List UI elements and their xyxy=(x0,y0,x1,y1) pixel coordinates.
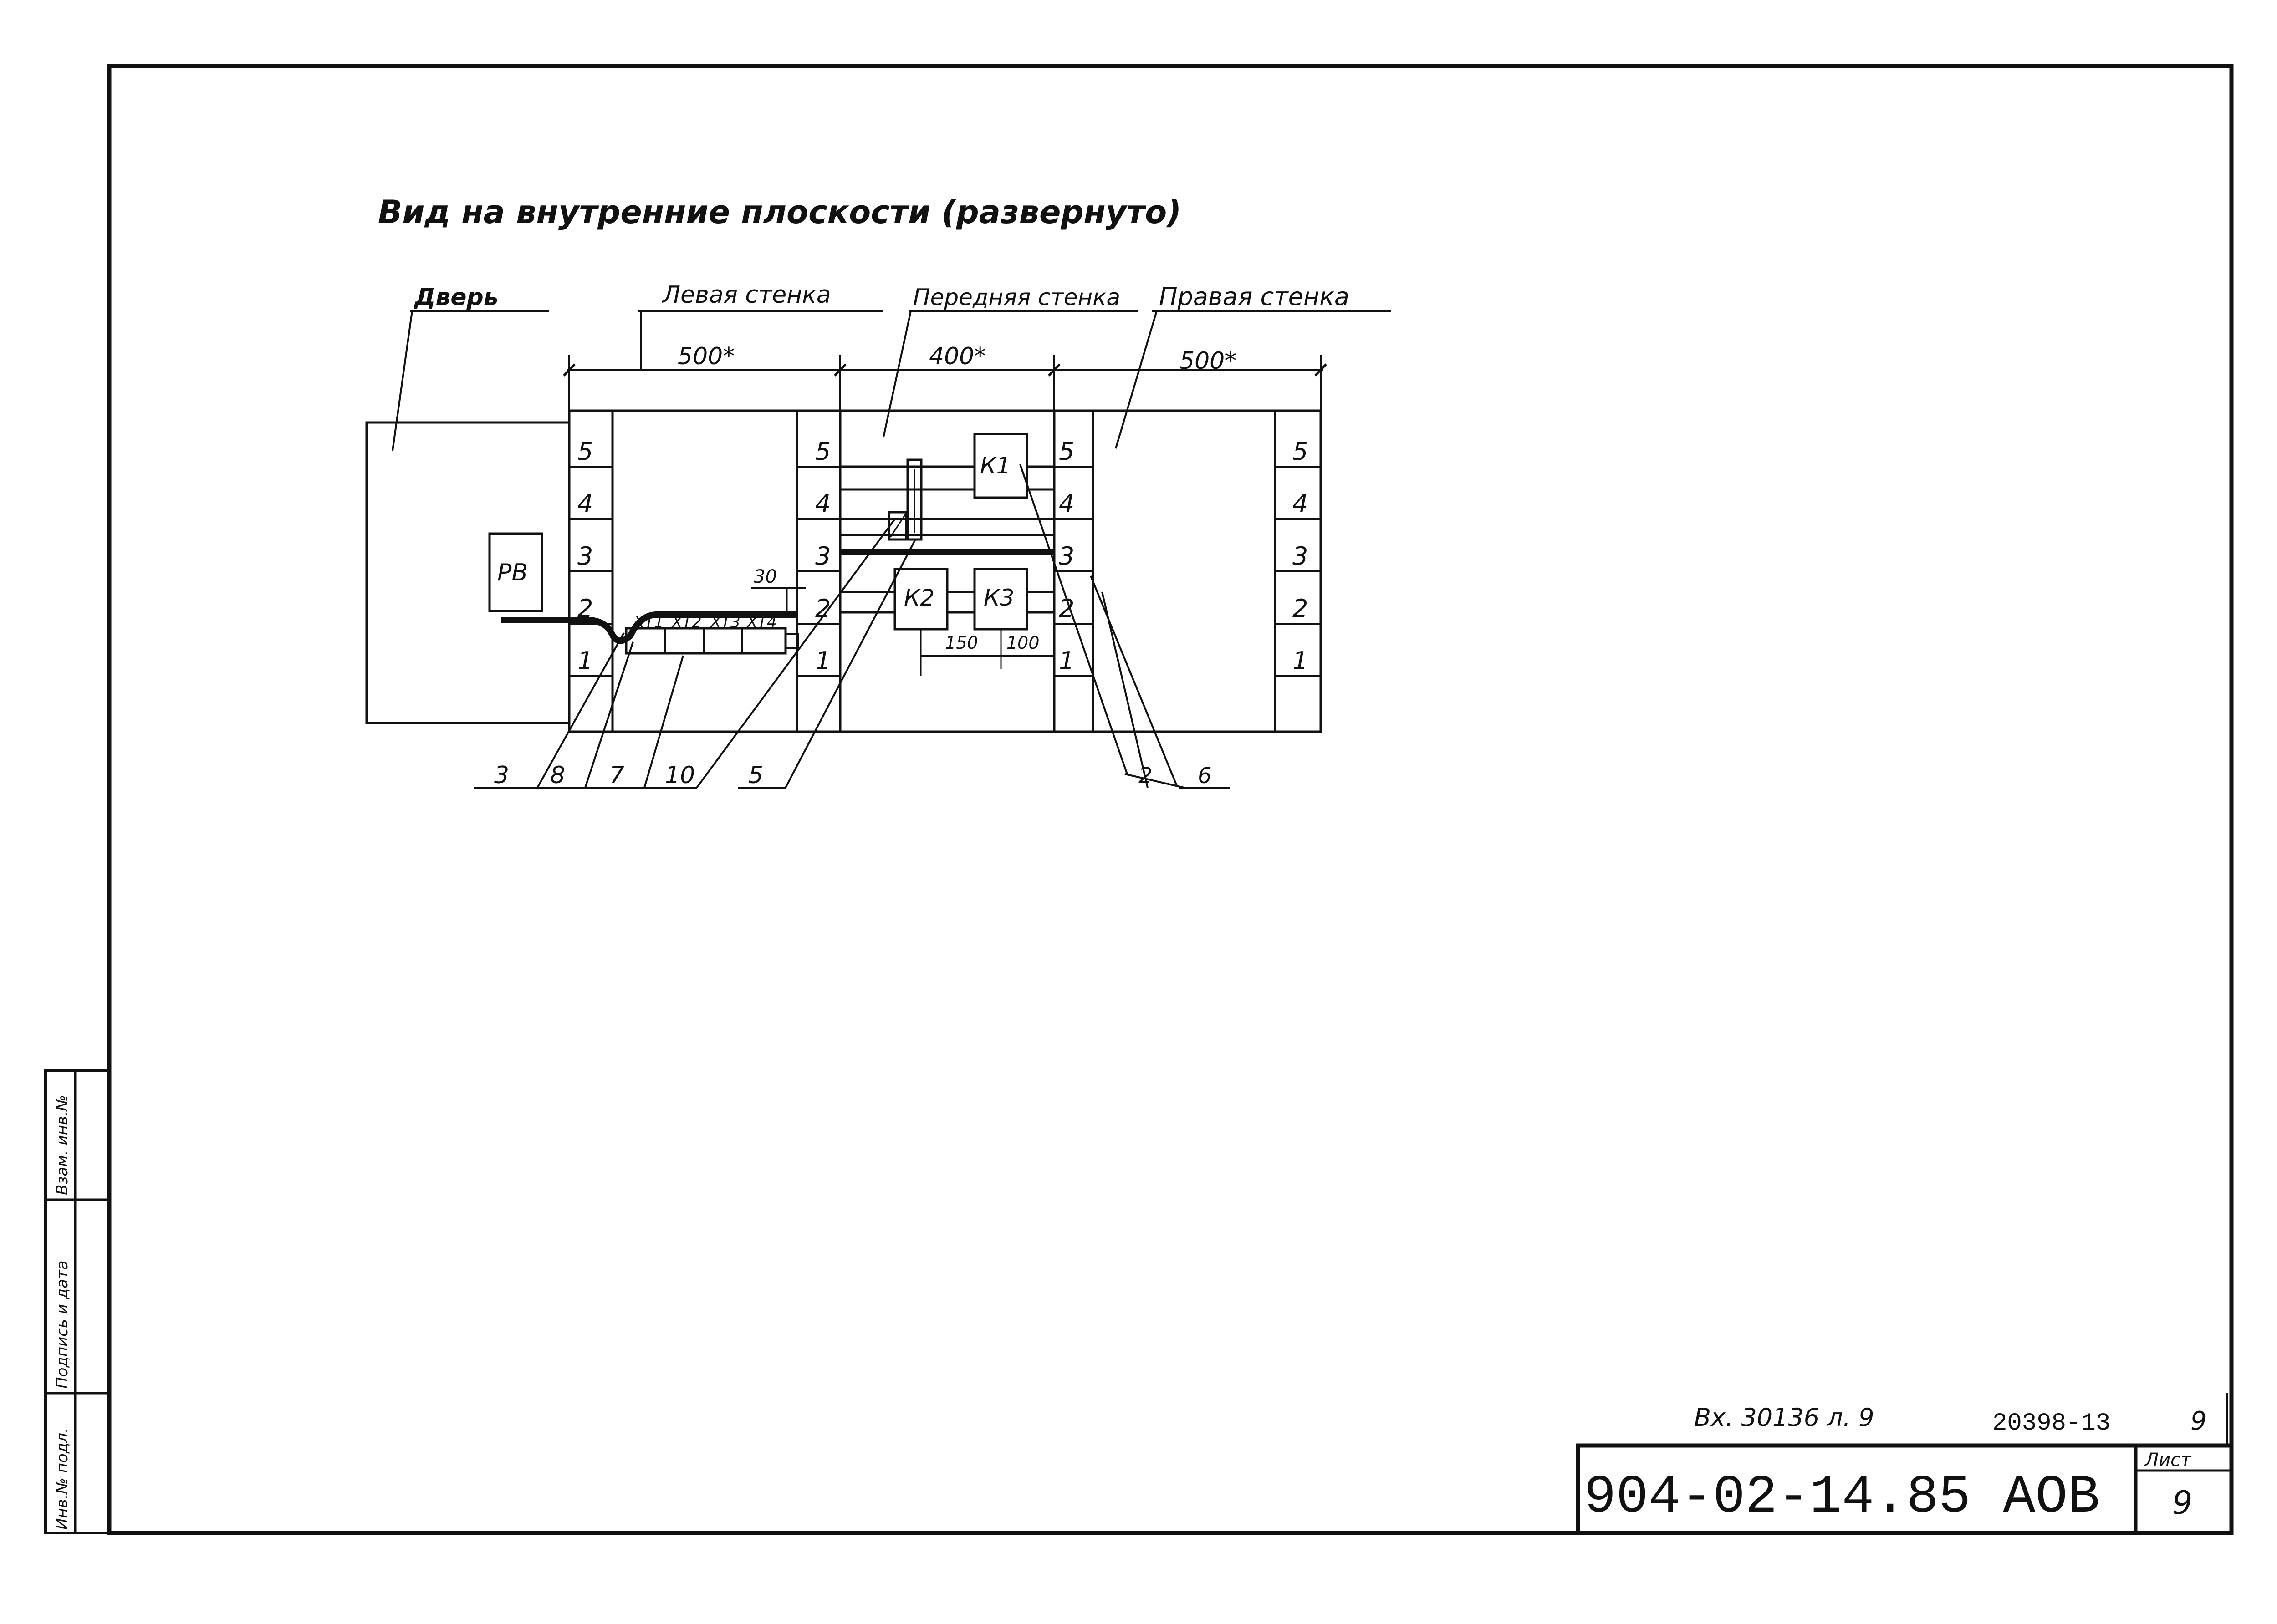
terminal-xt3: ХТ3 xyxy=(710,613,740,631)
rail-number: 1 xyxy=(1292,647,1308,675)
rail-numbers-left-2: 5 4 3 2 1 xyxy=(815,437,831,675)
side-stamp: Взам. инв.№ Подпись и дата Инв.№ подл. xyxy=(44,1069,110,1534)
relay-k2-label: К2 xyxy=(904,585,934,611)
side-stamp-replace-inv: Взам. инв.№ xyxy=(53,1095,71,1195)
relay-block-rv xyxy=(488,532,543,612)
rails xyxy=(568,409,1322,733)
rail-number: 3 xyxy=(815,542,831,570)
terminal-xt4: ХТ4 xyxy=(746,613,777,631)
callout-10: 10 xyxy=(665,762,695,789)
door-leader xyxy=(392,311,413,451)
side-stamp-sign-date: Подпись и дата xyxy=(53,1260,71,1389)
front-wall-label: Передняя стенка xyxy=(913,284,1120,311)
callout-7: 7 xyxy=(609,762,624,789)
title-block: Вх. 30136 л. 9 20398-13 9 904-02-14.85 А… xyxy=(1576,1393,2234,1535)
sheet-number: 9 xyxy=(2172,1484,2193,1522)
callout-leaders xyxy=(474,464,1230,789)
walls-outline xyxy=(568,409,1322,733)
dim-spacing-150: 150 xyxy=(945,633,978,653)
document-code: 904-02-14.85 АОВ xyxy=(1584,1467,2100,1528)
archive-code: 20398-13 xyxy=(1992,1410,2110,1437)
rail-number: 2 xyxy=(1292,594,1308,623)
front-wall-leader xyxy=(883,311,912,438)
relay-k1 xyxy=(973,433,1028,499)
rail-number: 3 xyxy=(577,542,593,570)
relay-block-rv-label: РВ xyxy=(497,559,528,586)
rail-number: 4 xyxy=(577,489,593,518)
right-wall-label: Правая стенка xyxy=(1159,282,1349,311)
rail-number: 3 xyxy=(1059,542,1074,570)
right-wall-leader xyxy=(1115,311,1158,449)
dim-left-width: 500* xyxy=(678,343,735,370)
rail-number: 4 xyxy=(1059,489,1074,518)
side-stamp-inv-no: Инв.№ подл. xyxy=(53,1428,71,1530)
terminal-block xyxy=(625,627,787,655)
rail-number: 5 xyxy=(577,437,593,466)
rail-number: 4 xyxy=(815,489,831,518)
dim-spacing-100: 100 xyxy=(1006,633,1040,653)
rail-number: 4 xyxy=(1292,489,1308,518)
title-block-frame xyxy=(1576,1443,2234,1535)
rail-number: 5 xyxy=(1292,437,1308,466)
rail-number: 3 xyxy=(1292,542,1308,570)
dim-offset-30: 30 xyxy=(754,566,777,587)
sheet-frame xyxy=(107,64,2234,1535)
callout-2: 2 xyxy=(1138,763,1153,789)
terminal-xt2: ХТ2 xyxy=(671,613,702,631)
callout-8: 8 xyxy=(550,762,565,789)
dimension-line: 500* 400* 500* xyxy=(563,343,1327,414)
rail-numbers-right: 5 4 3 2 1 xyxy=(1292,437,1308,675)
dim-right-width: 500* xyxy=(1179,347,1236,375)
drawing-title: Вид на внутренние плоскости (развернуто) xyxy=(378,193,1181,231)
archive-sheet: 9 xyxy=(2190,1406,2207,1436)
terminal-xt1: ХТ1 xyxy=(633,613,664,631)
relay-k3-label: К3 xyxy=(984,585,1014,611)
left-wall-label: Левая стенка xyxy=(662,281,831,309)
relay-spacing-dimension: 150 100 xyxy=(920,629,1054,676)
door-panel xyxy=(365,421,571,724)
rail-number: 1 xyxy=(1059,647,1074,675)
sheet-label: Лист xyxy=(2144,1450,2192,1471)
rail-number: 1 xyxy=(577,647,593,675)
rail-number: 5 xyxy=(1059,437,1074,466)
rail-numbers-front-right: 5 4 3 2 1 xyxy=(1059,437,1074,675)
terminal-end-stop xyxy=(785,633,799,649)
rail-number: 5 xyxy=(815,437,831,466)
rail-number: 1 xyxy=(815,647,831,675)
door-label: Дверь xyxy=(414,284,499,311)
callout-5: 5 xyxy=(748,762,763,789)
callout-6: 6 xyxy=(1198,763,1212,789)
archive-note: Вх. 30136 л. 9 xyxy=(1694,1403,1874,1432)
rail-numbers-left-1: 5 4 3 2 1 xyxy=(577,437,593,675)
callout-3: 3 xyxy=(494,762,509,789)
relay-k1-label: К1 xyxy=(980,453,1011,479)
dim-front-width: 400* xyxy=(929,343,986,370)
